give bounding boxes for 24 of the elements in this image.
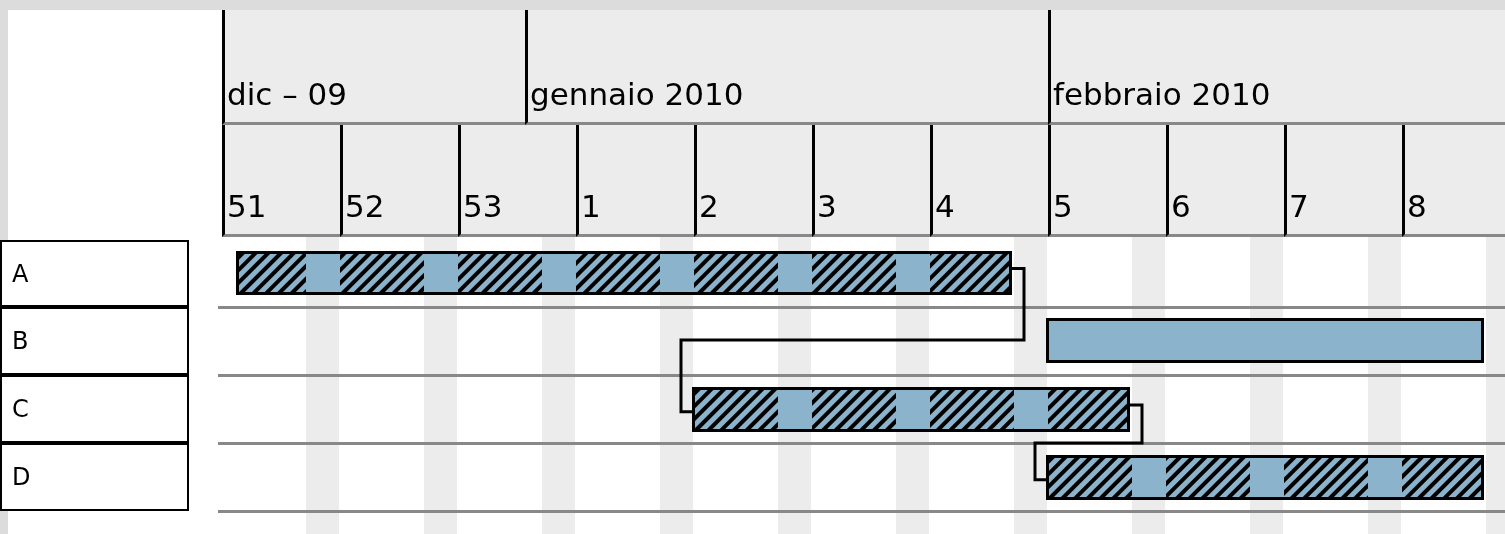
week-number: 51 <box>227 191 267 222</box>
dependency-line <box>679 267 1026 414</box>
week-number: 7 <box>1289 191 1309 222</box>
week-number: 53 <box>463 191 503 222</box>
dependency-line <box>1033 403 1144 482</box>
row-label: D <box>0 443 189 511</box>
week-number: 4 <box>935 191 955 222</box>
week-number: 1 <box>581 191 601 222</box>
row-label: A <box>0 240 189 307</box>
week-number: 2 <box>699 191 719 222</box>
month-label: dic – 09 <box>227 79 347 110</box>
month-label: gennaio 2010 <box>530 79 744 110</box>
week-number: 6 <box>1171 191 1191 222</box>
month-label: febbraio 2010 <box>1053 79 1271 110</box>
task-bar <box>692 387 1130 432</box>
week-number: 5 <box>1053 191 1073 222</box>
week-number: 8 <box>1407 191 1427 222</box>
task-bar <box>1046 455 1484 500</box>
row-label: C <box>0 375 189 443</box>
task-bar <box>236 251 1012 295</box>
row-label: B <box>0 307 189 375</box>
week-number: 3 <box>817 191 837 222</box>
week-number: 52 <box>345 191 385 222</box>
task-bar <box>1046 318 1484 363</box>
